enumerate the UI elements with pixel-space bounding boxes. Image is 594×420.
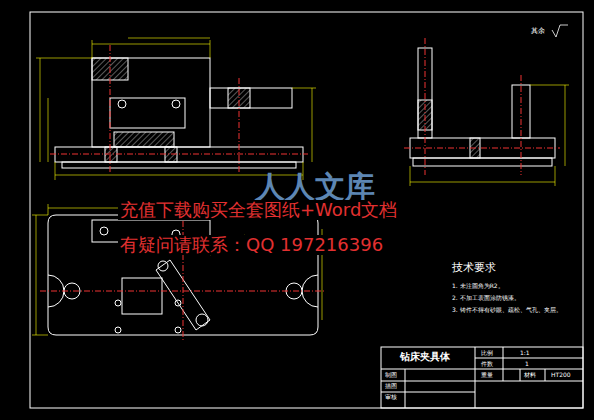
- roughness-symbol: [552, 25, 568, 37]
- top-view: [32, 204, 326, 340]
- logo-watermark: 人人文库: [255, 170, 375, 203]
- table-cell: 1:1: [520, 350, 530, 357]
- table-cell: 制图: [385, 372, 397, 379]
- front-view: [36, 38, 316, 180]
- title-text: 钻床夹具体: [400, 351, 450, 362]
- heading-text: 技术要求: [452, 262, 496, 274]
- table-cell: 比例: [481, 350, 493, 357]
- table-cell: HT200: [551, 372, 571, 379]
- note-text: 1. 未注圆角为R2。: [452, 283, 504, 290]
- note-text: 2. 不加工表面涂防锈漆。: [452, 295, 520, 302]
- title-block: [381, 347, 583, 408]
- table-cell: 描图: [385, 383, 397, 390]
- note-text: 3. 铸件不得有砂眼、疏松、气孔、夹层。: [452, 307, 562, 314]
- watermark-text: 充值下载购买全套图纸+Word文档: [118, 200, 399, 220]
- table-cell: 审核: [385, 394, 397, 401]
- side-view: [404, 38, 569, 186]
- watermark-text: 有疑问请联系：QQ 197216396: [118, 235, 385, 255]
- table-cell: 重量: [481, 372, 493, 379]
- table-cell: 1: [525, 361, 529, 368]
- table-cell: 件数: [481, 361, 493, 368]
- frame: [30, 12, 583, 408]
- table-cell: 材料: [524, 372, 536, 379]
- note-text: 其余: [531, 28, 545, 36]
